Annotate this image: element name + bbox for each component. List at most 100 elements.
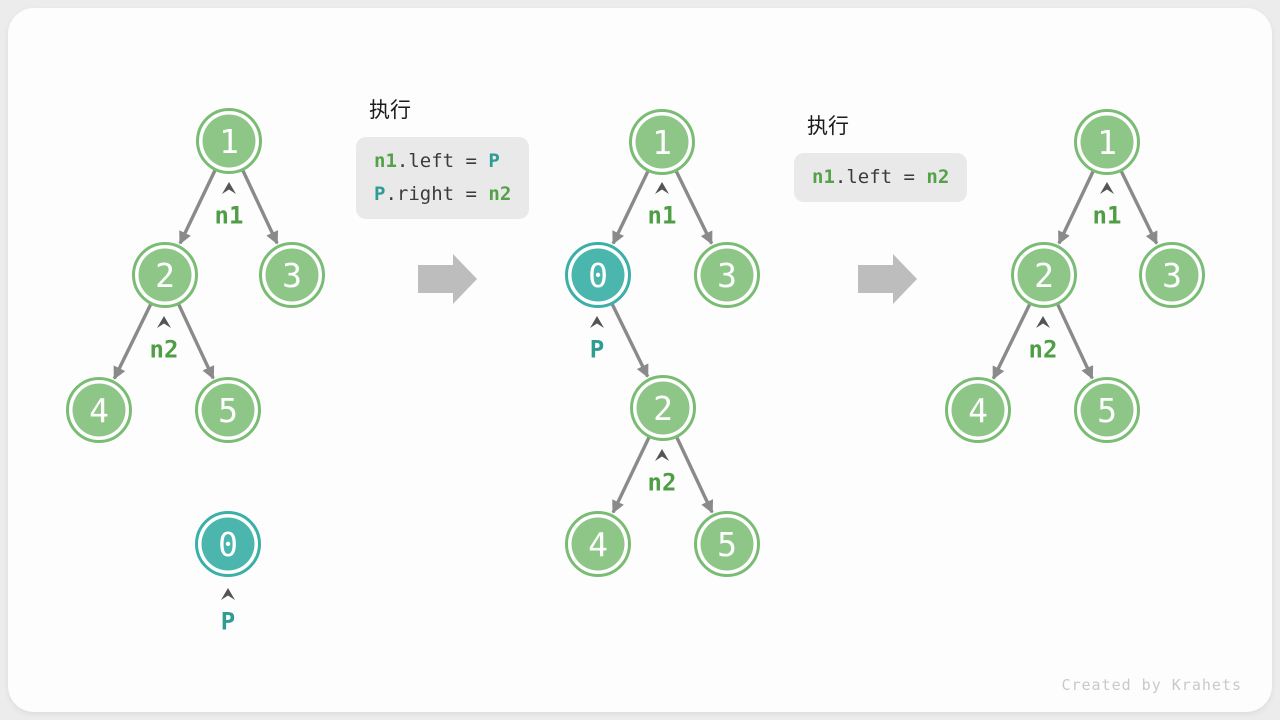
code-token: n2 <box>926 166 950 188</box>
tree-edge <box>611 430 654 514</box>
tree-node-1: 1 <box>629 109 695 175</box>
node-value: 3 <box>1162 256 1182 295</box>
code-heading: 执行 <box>369 98 411 122</box>
tree-edge <box>238 163 279 245</box>
node-value: 1 <box>1097 123 1117 162</box>
node-value: 5 <box>1097 391 1117 430</box>
node-disc <box>1145 248 1199 302</box>
code-line: n1.left = n2 <box>812 161 949 194</box>
tree-edge <box>112 297 156 380</box>
node-value: 5 <box>218 391 238 430</box>
watermark-credit: Created by Krahets <box>1061 676 1242 694</box>
tree-node-2: 2 <box>132 242 198 308</box>
pointer-label: n2 <box>648 469 677 497</box>
caret-up-icon <box>655 449 669 461</box>
node-disc <box>636 381 690 435</box>
code-token: n1 <box>812 166 835 188</box>
code-token: P <box>488 150 500 172</box>
transition-arrow-icon <box>858 254 917 304</box>
transition-arrow-icon <box>418 254 477 304</box>
node-value: 2 <box>1034 256 1054 295</box>
node-disc <box>1080 115 1134 169</box>
node-value: 4 <box>968 391 988 430</box>
node-value: 2 <box>155 256 175 295</box>
tree-edge <box>1053 297 1094 380</box>
tree-node-5: 5 <box>694 511 760 577</box>
tree-node-2: 2 <box>630 375 696 441</box>
node-value: 0 <box>218 525 238 564</box>
node-value: 0 <box>588 256 608 295</box>
tree-edge <box>671 164 714 245</box>
tree-before-insert: 1 2 3 4 5 0 n1 n2P <box>66 108 325 636</box>
node-disc <box>951 383 1005 437</box>
node-value: 5 <box>717 525 737 564</box>
code-line: P.right = n2 <box>374 178 511 211</box>
pointer-n1: n1 <box>1093 182 1122 230</box>
node-disc <box>201 383 255 437</box>
node-disc <box>635 115 689 169</box>
tree-edge <box>607 297 650 378</box>
pointer-n1: n1 <box>648 182 677 230</box>
pointer-label: n2 <box>1029 336 1058 364</box>
node-disc <box>202 114 256 168</box>
code-token: n1 <box>374 150 397 172</box>
code-token: .left = <box>396 150 489 172</box>
tree-edge <box>672 430 714 514</box>
tree-edge <box>174 297 215 380</box>
node-disc <box>700 517 754 571</box>
caret-up-icon <box>590 316 604 328</box>
code-box: n1.left = n2 <box>794 153 968 202</box>
pointer-P: P <box>590 316 604 364</box>
tree-node-2: 2 <box>1011 242 1077 308</box>
tree-edge <box>1116 164 1159 245</box>
tree-node-4: 4 <box>565 511 631 577</box>
node-disc <box>201 517 255 571</box>
node-disc <box>571 248 625 302</box>
pointer-label: n1 <box>215 202 244 230</box>
tree-node-0: 0 <box>195 511 261 577</box>
code-heading: 执行 <box>807 114 849 138</box>
node-disc <box>72 383 126 437</box>
caret-up-icon <box>157 316 171 328</box>
node-value: 1 <box>652 123 672 162</box>
pointer-label: P <box>221 608 235 636</box>
pointer-n2: n2 <box>150 316 179 364</box>
node-value: 3 <box>717 256 737 295</box>
tree-node-0: 0 <box>565 242 631 308</box>
tree-node-4: 4 <box>945 377 1011 443</box>
node-value: 1 <box>219 122 239 161</box>
pointer-label: n2 <box>150 336 179 364</box>
code-token: n2 <box>488 183 512 205</box>
node-value: 2 <box>653 389 673 428</box>
tree-edge <box>611 164 653 245</box>
node-disc <box>571 517 625 571</box>
tree-edge <box>991 297 1035 380</box>
code-token: .left = <box>834 166 927 188</box>
pointer-label: n1 <box>648 202 677 230</box>
pointer-label: n1 <box>1093 202 1122 230</box>
pointer-n2: n2 <box>1029 316 1058 364</box>
caret-up-icon <box>222 182 236 194</box>
tree-node-3: 3 <box>694 242 760 308</box>
code-block-remove: 执行 n1.left = n2 <box>794 113 968 202</box>
node-value: 4 <box>89 391 109 430</box>
node-disc <box>1017 248 1071 302</box>
tree-node-3: 3 <box>1139 242 1205 308</box>
code-token: .right = <box>385 183 489 205</box>
tree-node-4: 4 <box>66 377 132 443</box>
tree-edge <box>1057 164 1098 245</box>
node-disc <box>1080 383 1134 437</box>
node-value: 3 <box>282 256 302 295</box>
pointer-label: P <box>590 336 604 364</box>
code-line: n1.left = P <box>374 145 511 178</box>
tree-node-5: 5 <box>1074 377 1140 443</box>
caret-up-icon <box>1100 182 1114 194</box>
node-disc <box>700 248 754 302</box>
pointer-P: P <box>221 588 235 636</box>
caret-up-icon <box>221 588 235 600</box>
tree-node-5: 5 <box>195 377 261 443</box>
